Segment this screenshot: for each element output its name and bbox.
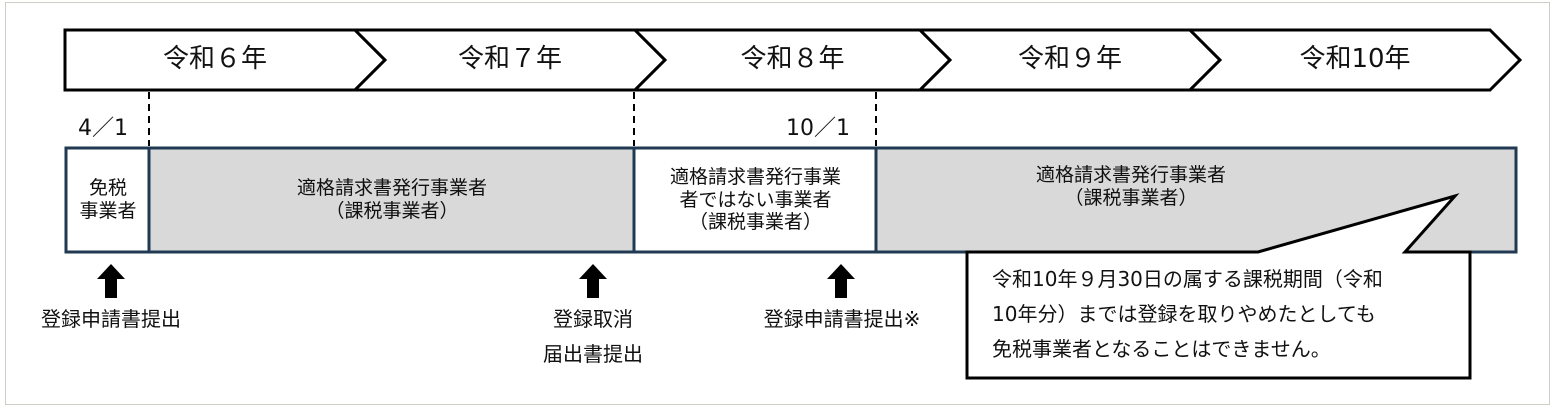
- year-chevrons: [63, 28, 1523, 92]
- year-label-r6: 令和６年: [162, 44, 267, 74]
- callout-text-line: 免税事業者となることはできません。: [992, 337, 1331, 361]
- segment-non-issuer: [632, 146, 878, 254]
- year-label-r7: 令和７年: [457, 44, 562, 74]
- up-arrow-icon: [579, 264, 607, 298]
- year-label-r9: 令和９年: [1017, 44, 1122, 74]
- event-label-registration-cancel: 登録取消 届出書提出: [520, 302, 666, 372]
- segment-text-line: 適格請求書発行事業者: [296, 177, 487, 200]
- event-label-registration-reapply: 登録申請書提出※: [742, 302, 942, 337]
- up-arrow-icon: [97, 264, 125, 298]
- segment-label-non-issuer: 適格請求書発行事業 者ではない事業者 （課税事業者）: [635, 149, 876, 251]
- date-marker-oct1: 10／1: [786, 116, 850, 141]
- segment-text-line: 者ではない事業者: [679, 188, 832, 211]
- segment-text-line: 事業者: [79, 200, 137, 222]
- segment-exempt: [64, 146, 151, 254]
- up-arrow-icon: [827, 264, 855, 298]
- date-guides: [148, 92, 877, 146]
- segment-invoice-issuer-1: [147, 146, 636, 254]
- event-text-line: 届出書提出: [543, 342, 643, 366]
- segment-text-line: 適格請求書発行事業者: [1035, 164, 1226, 187]
- callout-bubble: [965, 193, 1472, 380]
- event-text-line: 登録申請書提出: [41, 307, 181, 331]
- event-arrows: [97, 264, 855, 298]
- segment-label-exempt: 免税 事業者: [67, 149, 149, 251]
- segment-text-line: （課税事業者）: [688, 211, 822, 234]
- date-marker-apr1: 4／1: [78, 116, 128, 141]
- status-bar: [64, 146, 1518, 254]
- event-text-line: 登録申請書提出※: [763, 307, 921, 331]
- segment-label-issuer-1: 適格請求書発行事業者 （課税事業者）: [150, 149, 634, 251]
- segment-text-line: 免税: [88, 177, 127, 200]
- year-label-r10: 令和10年: [1299, 44, 1411, 74]
- segment-text-line: （課税事業者）: [1064, 187, 1198, 209]
- segment-label-issuer-2: 適格請求書発行事業者 （課税事業者）: [877, 149, 1385, 225]
- callout-text-line: 10年分）までは登録を取りやめたとしても: [992, 302, 1376, 326]
- event-label-registration-apply: 登録申請書提出: [18, 302, 204, 337]
- callout-note: 令和10年９月30日の属する課税期間（令和 10年分）までは登録を取りやめたとし…: [992, 262, 1502, 367]
- event-text-line: 登録取消: [553, 307, 633, 331]
- segment-text-line: （課税事業者）: [325, 200, 459, 222]
- segment-text-line: 適格請求書発行事業: [669, 165, 841, 188]
- callout-text-line: 令和10年９月30日の属する課税期間（令和: [992, 267, 1383, 291]
- year-chevron-5: [1186, 28, 1523, 92]
- year-label-r8: 令和８年: [740, 44, 845, 74]
